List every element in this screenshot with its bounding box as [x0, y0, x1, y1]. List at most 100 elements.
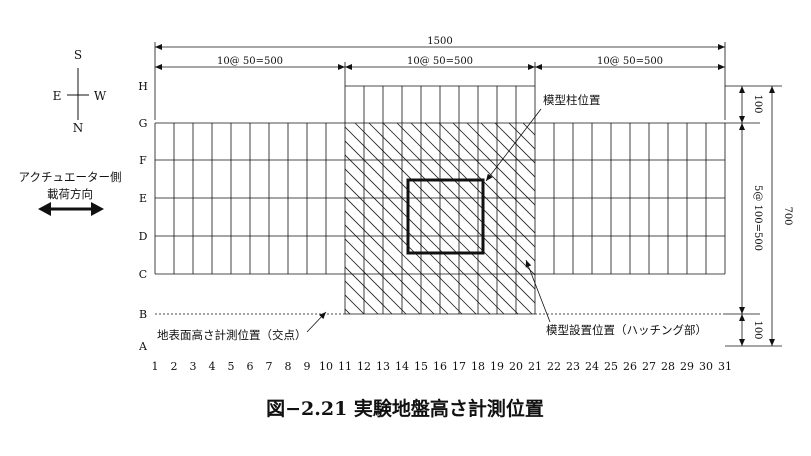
row-label: H [138, 80, 148, 93]
model-installation-hatch [145, 123, 811, 323]
hatch-line [145, 123, 345, 323]
figure-caption: 図−2.21 実験地盤高さ計測位置 [266, 397, 544, 420]
hatch-line [607, 123, 807, 323]
compass-north: N [73, 121, 84, 135]
hatch-line [345, 294, 365, 314]
dim-right-top: 100 [752, 94, 763, 113]
column-label: 20 [509, 360, 523, 373]
column-label: 22 [547, 360, 561, 373]
column-label: 1 [152, 360, 159, 373]
column-label: 18 [471, 360, 485, 373]
hatch-line [345, 308, 351, 314]
hatch-line [345, 182, 477, 314]
row-label: F [139, 154, 147, 167]
dim-right-bottom: 100 [752, 320, 763, 339]
column-label: 17 [452, 360, 466, 373]
row-labels: H G F E D C B A [138, 80, 148, 353]
column-label: 6 [247, 360, 254, 373]
loading-direction-arrow [38, 202, 104, 216]
column-label: 15 [414, 360, 428, 373]
column-label: 7 [266, 360, 273, 373]
hatch-line [537, 123, 737, 323]
hatch-line [345, 224, 435, 314]
column-label: 19 [490, 360, 504, 373]
hatch-line [345, 252, 407, 314]
hatch-line [345, 168, 491, 314]
hatch-line [480, 123, 535, 178]
column-label: 26 [623, 360, 637, 373]
column-label: 25 [604, 360, 618, 373]
hatch-line [438, 123, 535, 220]
hatch-line [565, 123, 765, 323]
column-label: 24 [585, 360, 599, 373]
column-label: 10 [319, 360, 333, 373]
compass-east: E [53, 89, 62, 103]
column-label: 14 [395, 360, 409, 373]
column-label: 4 [209, 360, 216, 373]
hatch-line [345, 140, 519, 314]
row-label: C [139, 268, 147, 281]
column-label: 16 [433, 360, 447, 373]
hatch-line [522, 123, 535, 136]
hatch-line [345, 126, 533, 314]
hatch-line [345, 210, 449, 314]
column-label: 23 [566, 360, 580, 373]
hatch-line [551, 123, 751, 323]
model-column-box [406, 178, 485, 255]
column-label: 30 [699, 360, 713, 373]
dim-total: 1500 [427, 36, 452, 47]
right-dimensions [725, 85, 782, 347]
row-label: B [139, 308, 147, 321]
column-label: 3 [190, 360, 197, 373]
column-label: 8 [285, 360, 292, 373]
column-label: 12 [357, 360, 371, 373]
hatch-line [345, 280, 379, 314]
model-installation-leader [525, 259, 551, 323]
column-label: 13 [376, 360, 390, 373]
top-dimensions [154, 42, 726, 120]
hatch-line [410, 123, 535, 248]
column-label: 27 [642, 360, 656, 373]
compass: S N E W [53, 48, 107, 135]
column-label: 2 [171, 360, 178, 373]
column-label: 31 [718, 360, 732, 373]
hatch-line [354, 123, 535, 304]
dim-segment-middle: 10@ 50=500 [407, 56, 473, 67]
model-column-position-label: 模型柱位置 [543, 93, 601, 107]
column-label: 29 [680, 360, 694, 373]
hatch-line [494, 123, 535, 164]
loading-direction-label: 載荷方向 [47, 187, 93, 201]
column-label: 21 [528, 360, 542, 373]
hatch-line [424, 123, 535, 234]
model-column-leader [485, 108, 542, 182]
dim-right-middle: 5@ 100=500 [752, 185, 763, 251]
actuator-side-label: アクチュエーター側 [19, 170, 122, 184]
measurement-grid [154, 85, 726, 315]
compass-south: S [74, 48, 82, 62]
hatch-line [719, 123, 811, 323]
column-label: 5 [228, 360, 235, 373]
compass-west: W [94, 89, 107, 103]
dim-segment-left: 10@ 50=500 [217, 56, 283, 67]
column-label: 11 [338, 360, 352, 373]
column-label: 28 [661, 360, 675, 373]
surface-height-leader [306, 311, 327, 333]
dim-segment-right: 10@ 50=500 [597, 56, 663, 67]
model-installation-label: 模型設置位置（ハッチング部） [546, 323, 707, 337]
surface-height-points-label: 地表面高さ計測位置（交点） [157, 328, 307, 342]
hatch-line [345, 238, 421, 314]
row-label: E [139, 192, 147, 205]
row-label: A [138, 340, 148, 353]
row-label: D [139, 230, 148, 243]
hatch-line [345, 196, 463, 314]
column-label: 9 [304, 360, 311, 373]
hatch-line [579, 123, 779, 323]
hatch-line [345, 266, 393, 314]
hatch-line [466, 123, 535, 192]
dim-right-total: 700 [782, 206, 793, 225]
row-label: G [139, 117, 148, 130]
hatch-line [345, 154, 505, 314]
hatch-line [452, 123, 535, 206]
